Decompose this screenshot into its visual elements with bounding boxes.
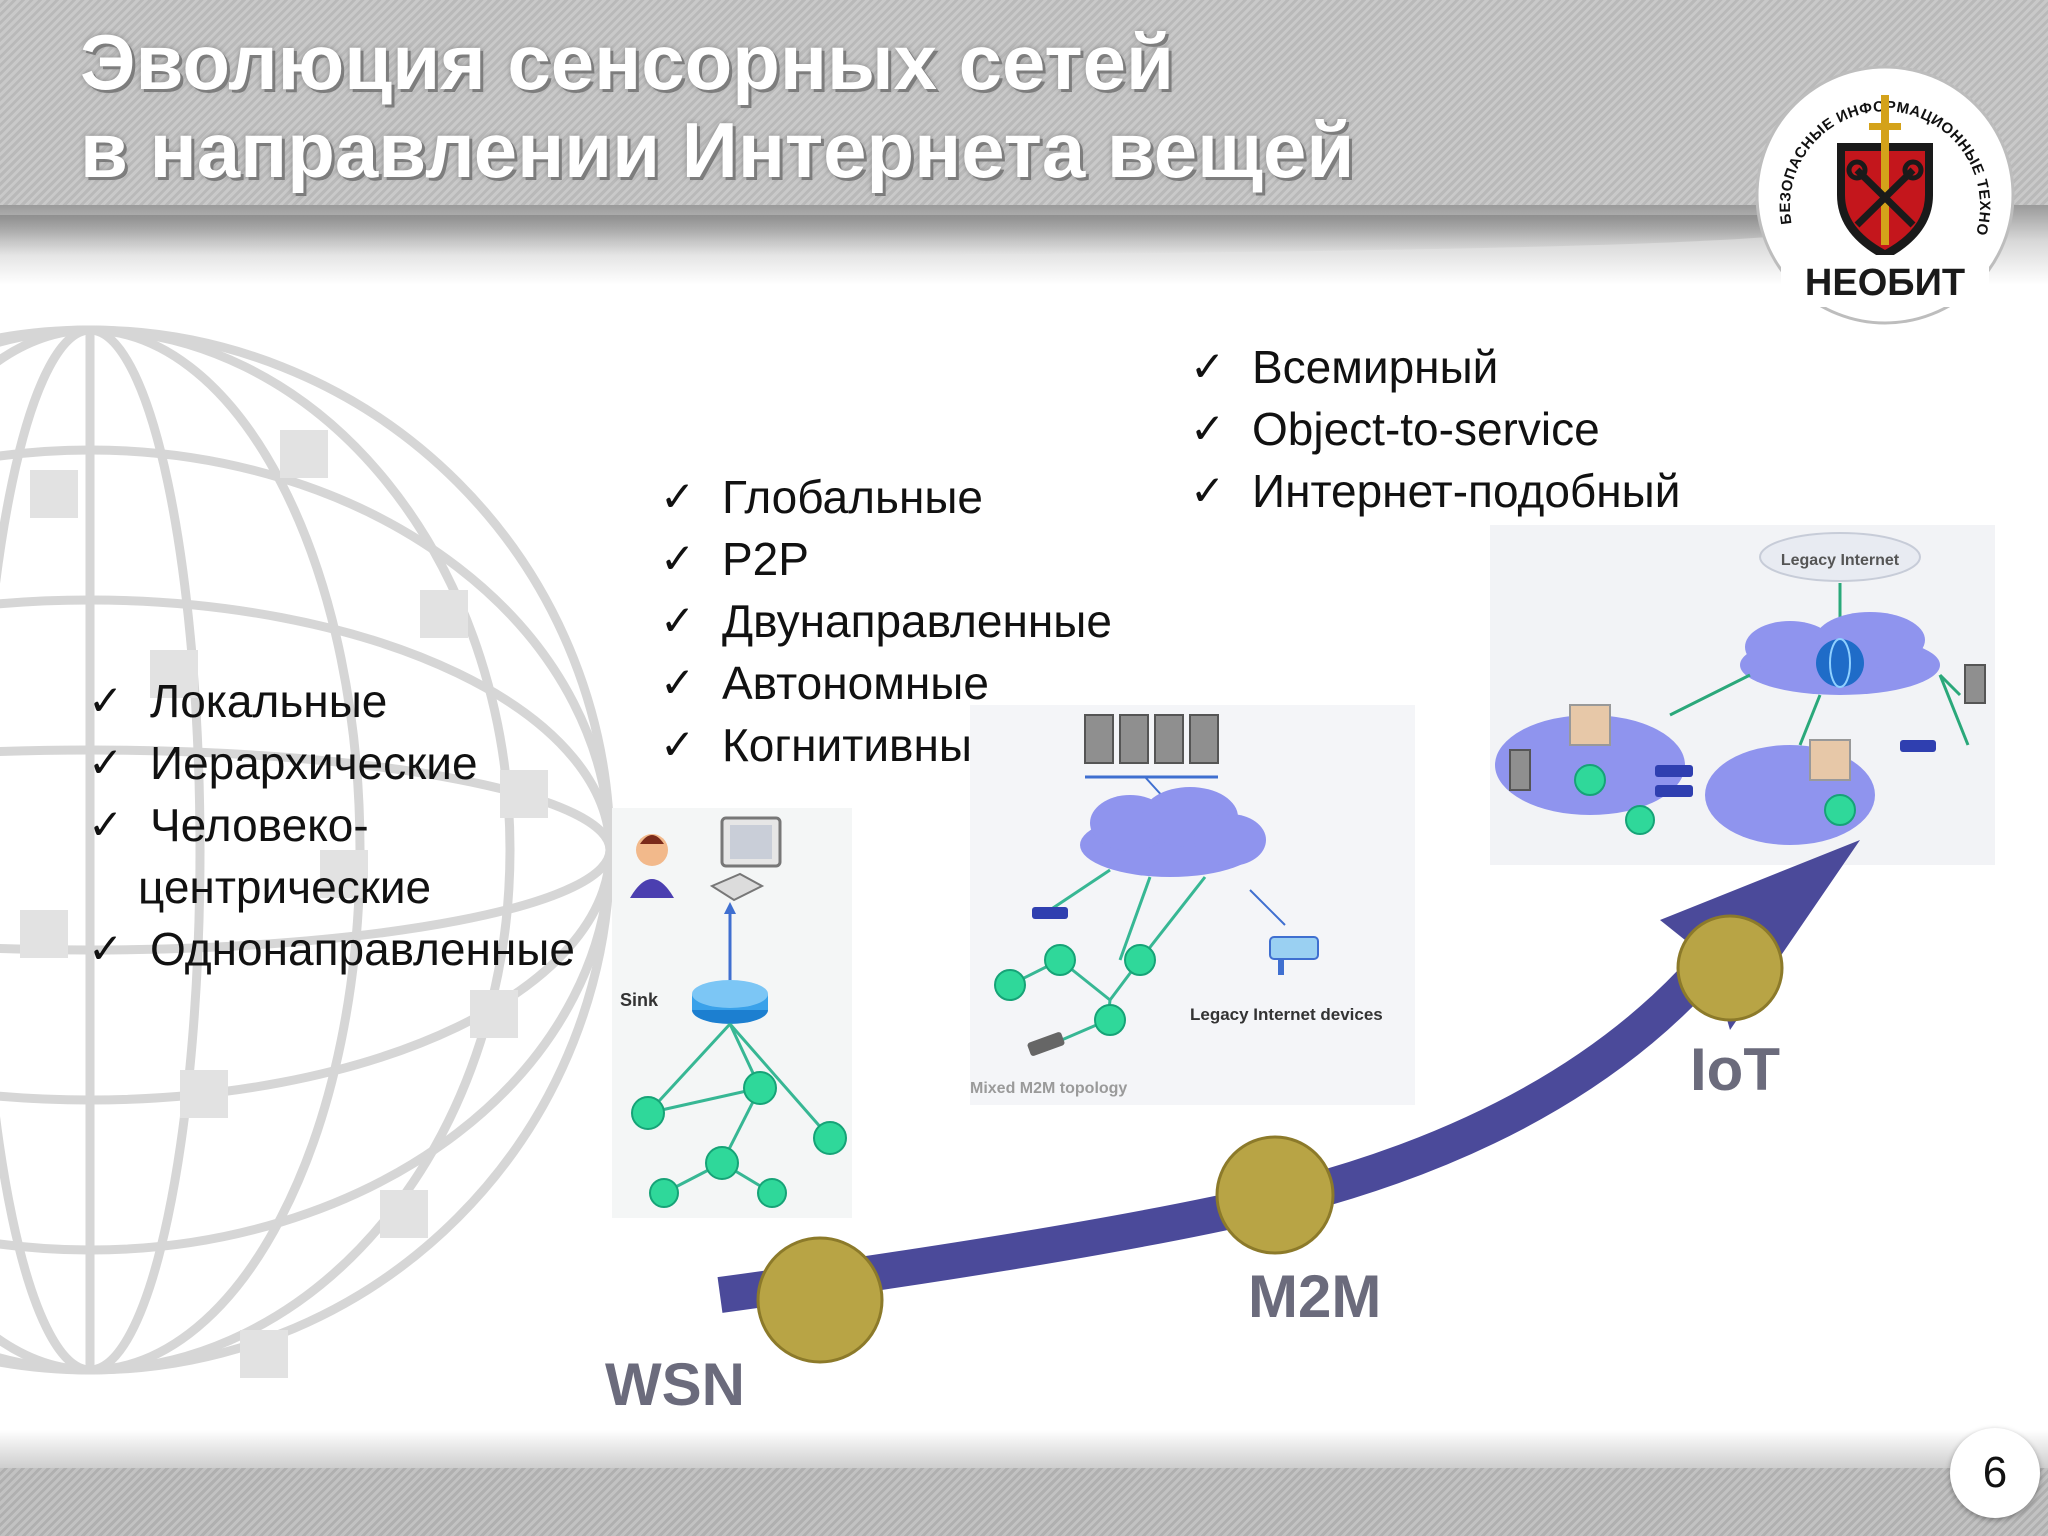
check-icon: ✓ xyxy=(660,721,696,768)
list-item-text: Однонаправленные xyxy=(150,923,575,975)
footer-stripe xyxy=(0,1468,2048,1536)
legacy-internet-cloud-icon xyxy=(1759,532,1921,582)
list-item-text: Иерархические xyxy=(150,737,478,789)
list-item: ✓ Двунаправленные xyxy=(660,590,1112,652)
check-icon: ✓ xyxy=(660,659,696,706)
usb-modem-icon xyxy=(1032,907,1068,919)
user-icon xyxy=(630,834,674,898)
camera-icon xyxy=(1269,936,1319,975)
list-item: ✓ Локальные xyxy=(88,670,575,732)
router-icon xyxy=(692,980,768,1024)
check-icon: ✓ xyxy=(660,535,696,582)
slide-title-line-2: в направлении Интернета вещей xyxy=(80,106,1355,194)
iot-network-diagram: Legacy Internet xyxy=(1490,525,1995,865)
arrow-body xyxy=(717,938,1734,1313)
wsn-network-diagram: Sink xyxy=(612,808,852,1218)
page-number: 6 xyxy=(1950,1428,2040,1518)
stage-node-m2m xyxy=(1215,1135,1335,1255)
list-item-text: центрические xyxy=(138,861,432,913)
neobit-logo: НОВЫЕ БЕЗОПАСНЫЕ ИНФОРМАЦИОННЫЕ ТЕХНОЛОГ… xyxy=(1745,55,2015,325)
check-icon: ✓ xyxy=(1190,467,1226,514)
list-item-text: Локальные xyxy=(150,675,388,727)
stage-label-m2m: M2M xyxy=(1248,1263,1382,1330)
list-item: ✓ Иерархические xyxy=(88,732,575,794)
header-band xyxy=(0,0,2048,225)
list-item: ✓ Интернет-подобный xyxy=(1190,460,1680,522)
list-item: ✓ Всемирный xyxy=(1190,336,1680,398)
check-icon: ✓ xyxy=(88,677,124,724)
list-item-text: Глобальные xyxy=(722,471,983,523)
iot-features-list: ✓ Всемирный ✓ Object-to-service ✓ Интернет-… xyxy=(1190,336,1680,522)
list-item-text: Человеко- xyxy=(150,799,369,851)
list-item: ✓ Однонаправленные xyxy=(88,918,575,980)
logo-name: НЕОБИТ xyxy=(1805,262,1965,304)
list-item-continuation: центрические xyxy=(76,856,575,918)
slide-title-line-1: Эволюция сенсорных сетей xyxy=(80,18,1174,106)
wsn-features-list: ✓ Локальные ✓ Иерархические ✓ Человеко- цен… xyxy=(88,670,575,980)
stage-node-iot xyxy=(1676,914,1784,1022)
stage-label-wsn: WSN xyxy=(605,1351,745,1418)
list-item-text: Интернет-подобный xyxy=(1252,465,1681,517)
computer-icon xyxy=(709,816,782,902)
list-item-text: Object-to-service xyxy=(1252,403,1600,455)
shield-icon xyxy=(1837,95,1933,260)
globe-icon xyxy=(0,325,615,1378)
stage-label-iot: IoT xyxy=(1690,1036,1780,1103)
server-rack-icon xyxy=(1084,714,1219,764)
phone-icon xyxy=(1027,1032,1065,1056)
check-icon: ✓ xyxy=(1190,343,1226,390)
legacy-internet-label: Legacy Internet xyxy=(1781,552,1900,569)
sink-label: Sink xyxy=(620,990,659,1010)
check-icon: ✓ xyxy=(1190,405,1226,452)
check-icon: ✓ xyxy=(88,925,124,972)
list-item-text: Когнитивные xyxy=(722,719,998,771)
list-item-text: Двунаправленные xyxy=(722,595,1112,647)
check-icon: ✓ xyxy=(88,801,124,848)
stage-node-wsn xyxy=(756,1236,884,1364)
evolution-arrow xyxy=(717,840,1860,1364)
list-item: ✓ Object-to-service xyxy=(1190,398,1680,460)
list-item: ✓ Человеко- xyxy=(88,794,575,856)
list-item: ✓ Автономные xyxy=(660,652,1112,714)
m2m-network-diagram: Legacy Internet devices Mixed M2M topolo… xyxy=(970,705,1415,1105)
list-item-text: Всемирный xyxy=(1252,341,1499,393)
list-item: ✓ P2P xyxy=(660,528,1112,590)
check-icon: ✓ xyxy=(88,739,124,786)
list-item: ✓ Когнитивные xyxy=(660,714,1112,776)
m2m-features-list: ✓ Глобальные ✓ P2P ✓ Двунаправленные ✓ Автон… xyxy=(660,466,1112,776)
check-icon: ✓ xyxy=(660,597,696,644)
list-item-text: P2P xyxy=(722,533,809,585)
globe-icon xyxy=(1816,638,1864,688)
photo-frame-icon xyxy=(1569,704,1851,781)
server-icon xyxy=(1509,664,1986,791)
cloud-icon xyxy=(1080,787,1266,877)
mixed-topology-label: Mixed M2M topology xyxy=(970,1080,1127,1097)
slide-title: Эволюция сенсорных сетей в направлении И… xyxy=(80,18,1354,194)
list-item: ✓ Глобальные xyxy=(660,466,1112,528)
check-icon: ✓ xyxy=(660,473,696,520)
device-icon xyxy=(1655,740,1936,797)
list-item-text: Автономные xyxy=(722,657,989,709)
legacy-devices-label: Legacy Internet devices xyxy=(1190,1005,1383,1024)
